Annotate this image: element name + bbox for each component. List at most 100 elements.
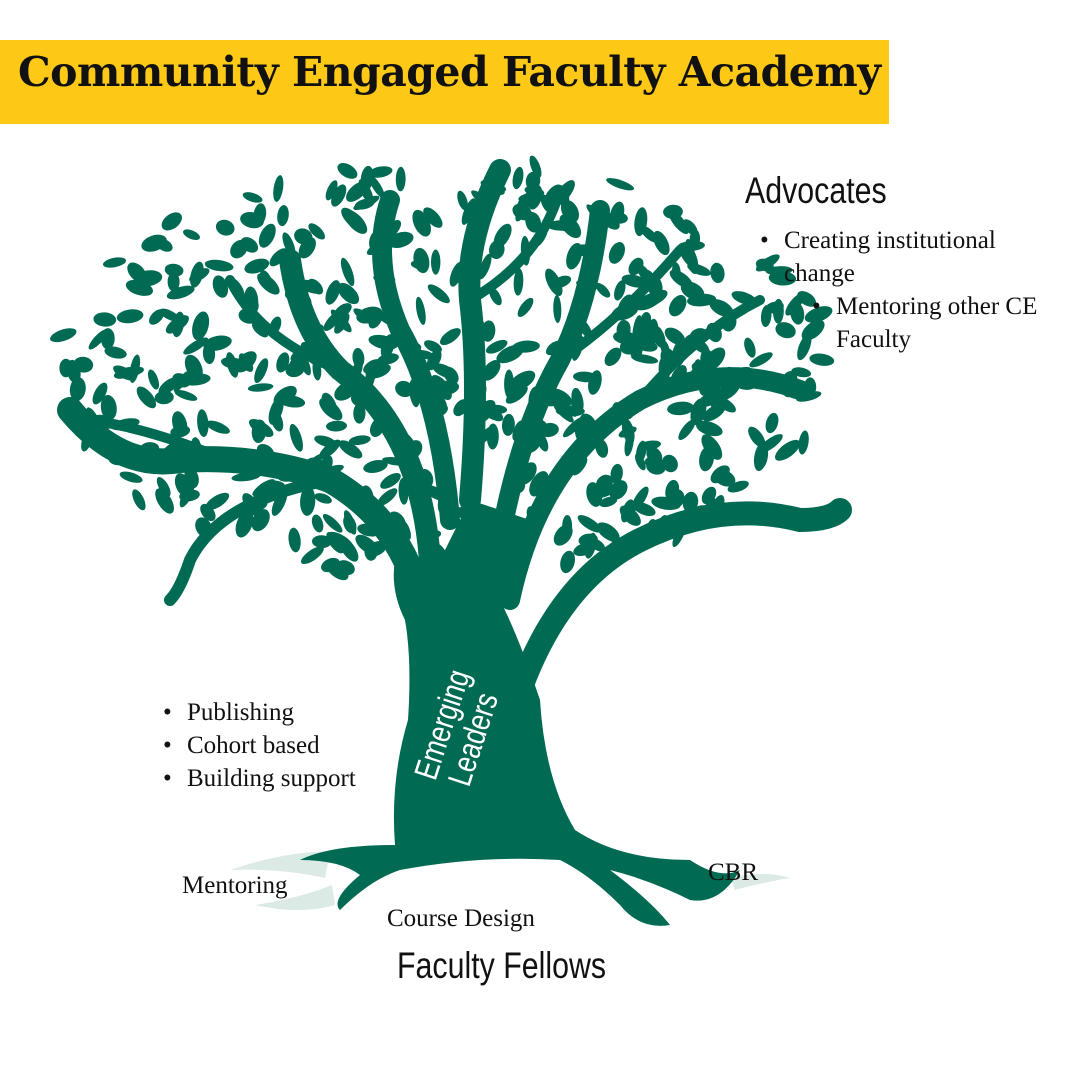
leaf	[617, 294, 634, 317]
leaf	[247, 383, 274, 392]
leaf	[576, 279, 602, 290]
leaf	[253, 203, 267, 226]
leaf	[242, 192, 263, 203]
leaf	[392, 338, 422, 351]
leaf	[489, 240, 505, 260]
leaf	[560, 204, 576, 232]
leaf	[282, 232, 296, 257]
leaf	[519, 436, 541, 454]
leaf	[471, 379, 487, 398]
leaf	[571, 388, 581, 417]
leaf	[430, 380, 460, 396]
leaf	[396, 446, 414, 470]
leaf	[721, 313, 737, 332]
leaf	[192, 311, 210, 341]
leaf	[308, 223, 325, 240]
leaf	[356, 306, 383, 324]
leaf	[760, 305, 772, 328]
leaf	[140, 442, 160, 455]
leaf	[507, 465, 530, 483]
leaf	[172, 411, 188, 437]
leaf	[289, 423, 303, 452]
leaf	[357, 523, 381, 537]
leaf	[326, 561, 349, 581]
leaf	[102, 257, 127, 268]
advocates-subitem: Mentoring other CE Faculty	[812, 290, 1046, 356]
leaf	[93, 312, 117, 327]
leaf	[277, 467, 306, 482]
leaf	[759, 445, 769, 468]
leaf	[505, 385, 528, 404]
leaf	[147, 369, 160, 390]
leaf	[596, 474, 613, 492]
leaf	[257, 273, 280, 295]
root-label-cbr: CBR	[708, 859, 759, 886]
leaf	[154, 390, 174, 405]
leaf	[412, 209, 432, 237]
leaf	[668, 295, 687, 317]
leaf	[65, 398, 80, 423]
leaf	[699, 446, 715, 472]
leaf	[479, 403, 504, 422]
leaf	[553, 295, 562, 323]
leaf	[667, 401, 695, 416]
leaf	[577, 424, 587, 446]
leaf	[608, 533, 632, 555]
leaf	[358, 179, 374, 204]
leaf	[679, 334, 693, 356]
faculty-fellows-heading: Faculty Fellows	[397, 945, 607, 986]
leaf	[614, 280, 626, 301]
leaf	[467, 355, 478, 381]
leaf	[325, 180, 338, 201]
leaf	[337, 282, 360, 305]
leaf	[501, 413, 515, 436]
leaf	[461, 198, 476, 225]
leaf	[322, 514, 343, 533]
branch	[458, 159, 511, 511]
leaf	[205, 420, 230, 434]
leaf	[440, 508, 457, 524]
leaf	[378, 220, 402, 243]
leaf	[197, 409, 209, 437]
leaf	[586, 482, 603, 507]
leaf	[251, 322, 269, 338]
leaf	[314, 493, 332, 504]
leaf	[595, 438, 609, 458]
leaf	[368, 166, 393, 178]
emerging-item: Cohort based	[163, 729, 356, 762]
leaf	[132, 489, 146, 511]
leaf	[378, 311, 408, 328]
leaf	[247, 496, 268, 511]
leaf	[485, 339, 508, 354]
leaf	[183, 229, 200, 240]
leaf	[672, 521, 687, 548]
leaf	[172, 311, 185, 338]
leaf	[271, 489, 288, 516]
leaf	[710, 262, 725, 284]
leaf	[92, 382, 108, 405]
leaf	[248, 418, 274, 438]
leaf	[612, 402, 628, 424]
leaf	[353, 402, 366, 424]
leaf	[664, 327, 686, 345]
leaf	[284, 284, 309, 301]
leaf	[665, 490, 681, 508]
leaf	[431, 249, 441, 275]
leaf	[348, 435, 371, 446]
leaf	[384, 534, 403, 554]
leaf	[608, 241, 625, 264]
leaf	[579, 413, 597, 433]
branch	[57, 397, 433, 613]
leaf	[633, 502, 656, 517]
leaf	[338, 440, 363, 459]
branch	[500, 367, 810, 610]
leaf	[352, 348, 365, 368]
leaf	[344, 210, 368, 234]
leaf	[465, 315, 485, 331]
leaf	[297, 308, 315, 324]
leaf	[489, 287, 502, 306]
leaf	[774, 439, 801, 461]
leaf	[691, 361, 714, 377]
leaf	[426, 417, 444, 435]
leaf	[562, 515, 573, 538]
